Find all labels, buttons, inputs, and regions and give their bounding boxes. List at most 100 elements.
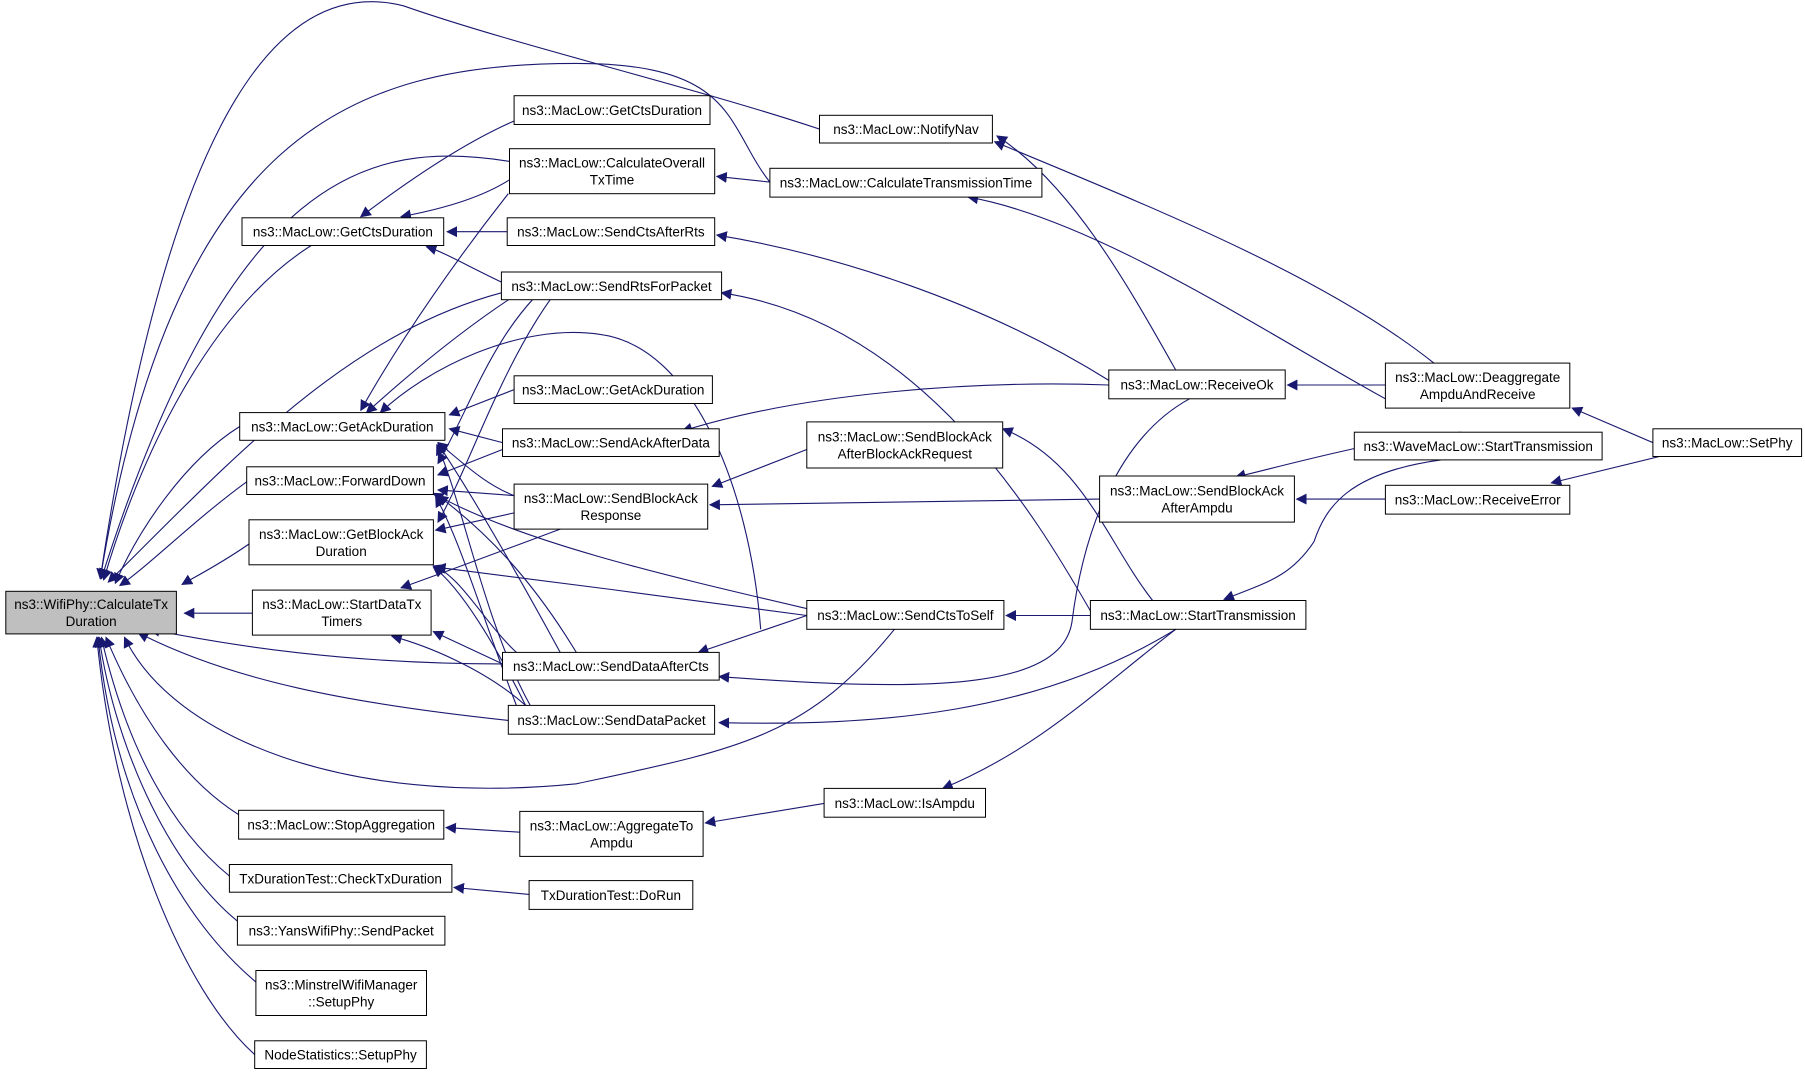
node-label: NodeStatistics::SetupPhy — [264, 1048, 417, 1063]
node-label: ns3::WifiPhy::CalculateTx — [14, 597, 168, 612]
call-edge — [148, 625, 503, 665]
node-box — [255, 970, 427, 1016]
node-send-rts-for-packet[interactable]: ns3::MacLow::SendRtsForPacket — [500, 271, 723, 301]
call-edge — [118, 481, 248, 587]
call-edge — [448, 425, 503, 444]
node-receive-error[interactable]: ns3::MacLow::ReceiveError — [1384, 484, 1571, 515]
node-send-cts-after-rts[interactable]: ns3::MacLow::SendCtsAfterRts — [506, 217, 716, 247]
node-label: ns3::MacLow::SetPhy — [1662, 436, 1793, 451]
call-edge — [1001, 427, 1154, 601]
call-edge — [993, 140, 1435, 364]
node-get-cts-duration2[interactable]: ns3::MacLow::GetCtsDuration — [513, 95, 711, 125]
node-box — [1384, 362, 1571, 409]
node-set-phy[interactable]: ns3::MacLow::SetPhy — [1652, 428, 1803, 457]
call-edge — [697, 614, 807, 655]
node-calc-transmission-time[interactable]: ns3::MacLow::CalculateTransmissionTime — [769, 167, 1043, 198]
node-label: ns3::MacLow::SendDataPacket — [517, 713, 706, 728]
node-box — [248, 519, 434, 566]
call-edge — [107, 292, 502, 583]
call-edge — [434, 512, 515, 534]
node-start-transmission[interactable]: ns3::MacLow::StartTransmission — [1089, 600, 1307, 630]
node-label: ns3::MacLow::StartDataTx — [262, 597, 421, 612]
node-box — [1652, 428, 1803, 457]
call-edge — [711, 448, 808, 488]
node-label: ns3::MacLow::CalculateTransmissionTime — [780, 176, 1033, 191]
node-box — [1099, 475, 1295, 523]
node-label: ns3::MacLow::ReceiveOk — [1120, 377, 1273, 392]
node-label: AfterBlockAckRequest — [838, 446, 973, 461]
node-box — [819, 114, 993, 144]
node-minstrel-setup-phy[interactable]: ns3::MinstrelWifiManager::SetupPhy — [255, 970, 427, 1016]
node-label: ns3::MinstrelWifiManager — [265, 978, 418, 993]
node-check-tx-duration[interactable]: TxDurationTest::CheckTxDuration — [228, 864, 453, 893]
node-send-data-packet[interactable]: ns3::MacLow::SendDataPacket — [507, 704, 716, 735]
call-edge — [98, 636, 230, 877]
node-label: Ampdu — [590, 835, 633, 850]
call-edge — [96, 1, 820, 580]
call-edge — [400, 528, 561, 590]
call-edge — [941, 628, 1177, 790]
call-edge — [1550, 455, 1660, 486]
call-edge — [390, 633, 526, 706]
node-label: ns3::WaveMacLow::StartTransmission — [1364, 439, 1593, 454]
node-box — [251, 589, 432, 636]
node-box — [238, 809, 445, 840]
node-box — [228, 864, 453, 893]
node-label: Duration — [316, 544, 367, 559]
node-notify-nav[interactable]: ns3::MacLow::NotifyNav — [819, 114, 993, 144]
node-forward-down[interactable]: ns3::MacLow::ForwardDown — [246, 466, 434, 495]
node-wave-start-transmission[interactable]: ns3::WaveMacLow::StartTransmission — [1353, 431, 1603, 461]
node-box — [1353, 431, 1603, 461]
node-box — [241, 217, 445, 247]
node-label: ns3::MacLow::SendBlockAck — [818, 429, 992, 444]
call-edge — [92, 636, 256, 1056]
node-node-stats-setup-phy[interactable]: NodeStatistics::SetupPhy — [254, 1040, 427, 1070]
edges-layer — [92, 1, 1660, 1056]
node-box — [509, 148, 716, 195]
call-edge — [400, 179, 510, 221]
node-stop-aggregation[interactable]: ns3::MacLow::StopAggregation — [238, 809, 445, 840]
call-edge — [448, 389, 515, 417]
node-send-data-after-cts[interactable]: ns3::MacLow::SendDataAfterCts — [502, 651, 720, 681]
node-box — [1384, 484, 1571, 515]
node-label: ns3::MacLow::NotifyNav — [833, 122, 979, 137]
node-box — [513, 95, 711, 125]
node-send-cts-to-self[interactable]: ns3::MacLow::SendCtsToSelf — [806, 600, 1005, 630]
node-send-ack-after-data[interactable]: ns3::MacLow::SendAckAfterData — [502, 428, 720, 457]
call-edge — [93, 636, 257, 983]
node-label: ns3::MacLow::SendCtsToSelf — [817, 608, 994, 623]
node-is-ampdu[interactable]: ns3::MacLow::IsAmpdu — [823, 787, 986, 818]
node-label: AfterAmpdu — [1161, 501, 1232, 516]
node-label: TxTime — [590, 173, 635, 188]
node-box — [519, 810, 704, 857]
node-label: ns3::MacLow::SendBlockAck — [1110, 484, 1284, 499]
node-label: ns3::MacLow::SendAckAfterData — [512, 436, 711, 451]
node-get-ack-duration2[interactable]: ns3::MacLow::GetAckDuration — [513, 375, 713, 404]
node-label: ns3::MacLow::GetCtsDuration — [253, 225, 433, 240]
node-label: ns3::MacLow::Deaggregate — [1395, 370, 1560, 385]
call-edge — [379, 331, 762, 630]
node-label: ns3::MacLow::CalculateOverall — [519, 156, 705, 171]
call-edge — [445, 822, 520, 834]
call-edge — [1571, 406, 1654, 444]
call-edge — [99, 155, 510, 580]
node-label: ns3::MacLow::ReceiveError — [1395, 493, 1561, 508]
node-get-ack-duration1[interactable]: ns3::MacLow::GetAckDuration — [239, 412, 446, 441]
node-do-run[interactable]: TxDurationTest::DoRun — [528, 880, 694, 910]
call-edge — [360, 193, 509, 412]
node-label: ns3::MacLow::SendDataAfterCts — [513, 659, 709, 674]
node-get-cts-duration1[interactable]: ns3::MacLow::GetCtsDuration — [241, 217, 445, 247]
call-edge — [996, 135, 1177, 371]
node-yans-send-packet[interactable]: ns3::YansWifiPhy::SendPacket — [236, 915, 446, 946]
call-edge — [967, 193, 1386, 400]
node-send-block-ack-after-block-ack-request[interactable]: ns3::MacLow::SendBlockAckAfterBlockAckRe… — [806, 421, 1004, 469]
node-receive-ok[interactable]: ns3::MacLow::ReceiveOk — [1108, 369, 1286, 400]
